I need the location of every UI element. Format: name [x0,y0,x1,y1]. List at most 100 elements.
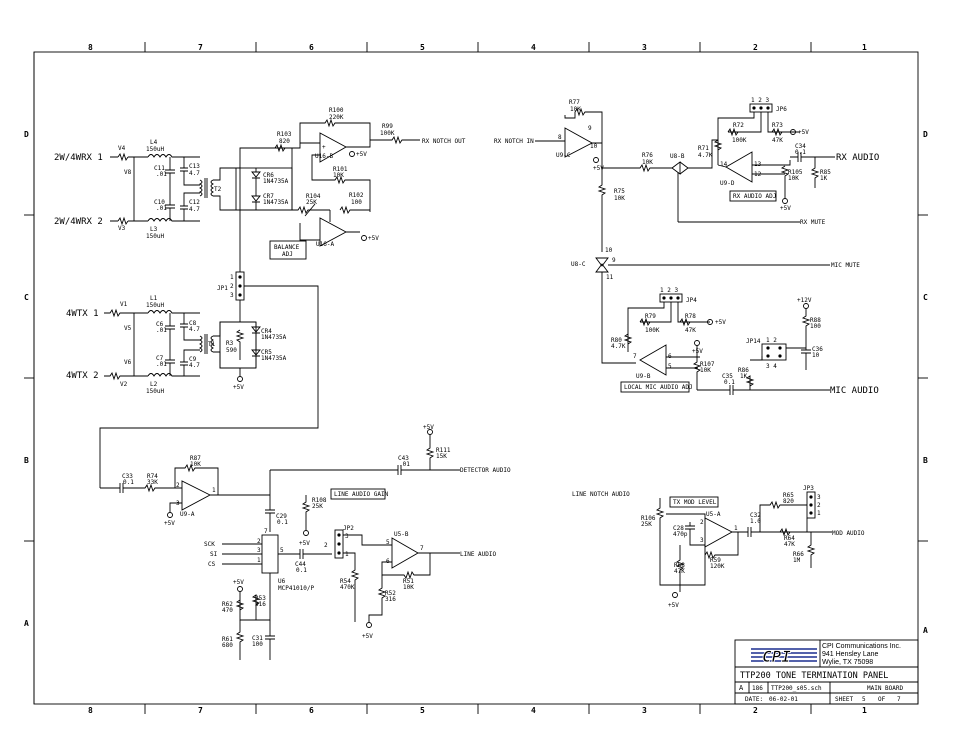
jp4-label: JP4 [686,297,697,304]
sheet-number: 5 [862,696,866,703]
cs-label: CS [208,561,216,568]
mod-audio-section: LINE NOTCH AUDIO R106 25K TX MOD LEVEL C… [572,485,865,609]
r79-ref: R79 [645,313,656,320]
cr6-value: 1N4735A [263,178,289,185]
svg-text:6: 6 [668,353,672,360]
r54-value: 470K [340,584,355,591]
revision: 186 [752,685,763,692]
r102-value: 100 [351,199,362,206]
u6-ref: U6 [278,578,286,585]
c8-ref: C8 [189,320,197,327]
r86-ref: R86 [738,367,749,374]
svg-text:1: 1 [734,525,738,532]
line-audio-gain-box [330,488,386,500]
sheet-border [33,51,919,705]
logo-text: CPI [762,647,791,666]
u9b-label: U9-B [636,373,651,380]
r103-value: 820 [279,138,290,145]
zone-row: A [24,619,29,628]
r107-ref: R107 [700,361,715,368]
svg-text:3: 3 [700,537,704,544]
jp6-label: JP6 [776,106,787,113]
r59-ref: R59 [710,557,721,564]
c6-ref: C6 [156,321,164,328]
l3-ref: L3 [150,226,158,233]
svg-text:5: 5 [668,363,672,370]
sheet-total: 7 [897,696,901,703]
svg-text:2: 2 [176,482,180,489]
p12v-label: +12V [797,297,812,304]
zone-row: D [923,130,928,139]
r59-value: 120K [710,563,725,570]
zone-col: 3 [642,43,647,52]
u8c-label: U8-C [571,261,586,268]
zone-col: 5 [420,43,425,52]
u9a-supply: +5V [164,520,175,527]
svg-text:5: 5 [280,547,284,554]
r88-ref: R88 [810,317,821,324]
svg-text:2: 2 [817,502,821,509]
r100-value: 220K [329,114,344,121]
r62-ref: R62 [222,601,233,608]
r99-value: 100K [380,130,395,137]
svg-text:3: 3 [176,500,180,507]
svg-text:7: 7 [264,528,268,535]
r65-value: 820 [783,498,794,505]
r87-value: 10K [190,461,201,468]
r78-value: 47K [685,327,696,334]
u9c-supply: +5V [593,165,604,172]
mic-audio-label: MIC AUDIO [830,386,879,396]
r68-ref: R68 [674,562,685,569]
l2-value: 150uH [146,388,164,395]
zone-row: B [923,456,928,465]
r105-supply: +5V [780,205,791,212]
r86-value: 1K [740,373,748,380]
r51-value: 10K [403,584,414,591]
rx1-connector-label: 2W/4WRX 1 [54,153,103,163]
sheet-label: SHEET [835,696,853,703]
zone-col: 2 [753,706,758,715]
svg-text:2: 2 [324,542,328,549]
svg-text:2: 2 [257,538,261,545]
c28-value: 470p [673,531,688,538]
r108-supply: +5V [299,540,310,547]
zone-col: 4 [531,706,536,715]
svg-text:5: 5 [386,539,390,546]
r64-value: 47K [784,541,795,548]
u9c-label: U9-C [556,152,571,159]
cr7-value: 1N4735A [263,199,289,206]
date-value: 06-02-01 [769,696,798,703]
si-label: SI [210,551,218,558]
line-audio-section: C33 0.1 R74 33K R87 10K 231 U9-A +5V C43… [100,424,511,660]
svg-text:14: 14 [720,161,728,168]
svg-text:10: 10 [590,143,598,150]
r73-ref: R73 [772,122,783,129]
cr7-ref: CR7 [263,193,274,200]
r105-value: 10K [788,175,799,182]
svg-text:2: 2 [230,283,234,290]
r68-value: 47K [674,568,685,575]
r79-value: 100K [645,327,660,334]
local-mic-section: 1 2 3 JP4 R79 100K R78 47K +5V R80 4.7K … [611,287,879,396]
c32-value: 1.0 [750,518,761,525]
svg-text:1 2 3: 1 2 3 [751,97,769,104]
l4-value: 150uH [146,146,164,153]
c43-ref: C43 [398,455,409,462]
zone-col: 8 [88,706,93,715]
company-city: Wylie, TX 75098 [822,659,873,666]
c35-value: 0.1 [724,379,735,386]
tx1-connector-label: 4WTX 1 [66,309,99,319]
zone-col: 8 [88,43,93,52]
r80-value: 4.7K [611,343,626,350]
detector-audio-label: DETECTOR AUDIO [460,467,511,474]
r74-ref: R74 [147,473,158,480]
r66-value: 1M [793,557,801,564]
mod-audio-label: MOD AUDIO [832,530,865,537]
u6-part: MCP41010/P [278,585,315,592]
jp2-header [334,529,344,559]
c6-value: .01 [156,327,167,334]
c36-value: 10 [812,352,820,359]
c31-ref: C31 [252,635,263,642]
c9-ref: C9 [189,356,197,363]
